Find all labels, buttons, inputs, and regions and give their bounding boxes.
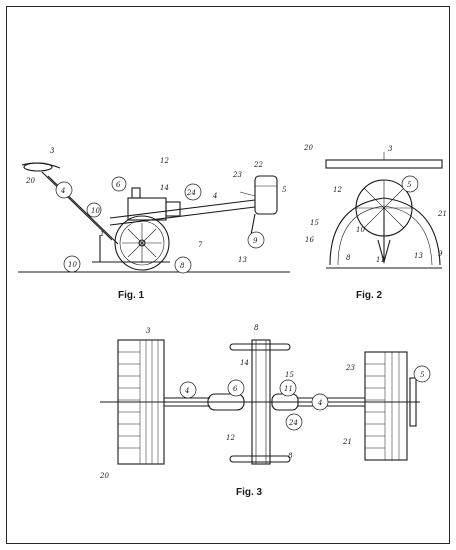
brush-roller-side bbox=[254, 175, 278, 215]
gear-box bbox=[165, 201, 181, 217]
callout-circle bbox=[63, 255, 81, 273]
part-label: 21 bbox=[437, 210, 447, 218]
part-label: 12 bbox=[333, 186, 342, 194]
part-label: 11 bbox=[284, 385, 293, 393]
main-frame-lower bbox=[109, 206, 256, 226]
part-label: 7 bbox=[198, 241, 203, 249]
part-label: 20 bbox=[25, 177, 35, 185]
part-label: 6 bbox=[116, 181, 121, 189]
drive-wheel bbox=[114, 215, 170, 271]
part-label: 8 bbox=[288, 452, 293, 460]
figure-1-side-view: 3 20 4 6 10 12 14 24 4 23 22 5 1 8 7 9 1… bbox=[18, 147, 290, 274]
drive-wheel-rim bbox=[119, 220, 165, 266]
part-label: 15 bbox=[310, 219, 319, 227]
axle-top bbox=[229, 343, 291, 351]
part-label: 6 bbox=[233, 385, 238, 393]
part-label: 10 bbox=[356, 226, 365, 234]
part-label: 5 bbox=[282, 186, 287, 194]
part-label: 10 bbox=[68, 261, 77, 269]
part-label: 15 bbox=[285, 371, 294, 379]
callout-circle bbox=[413, 365, 431, 383]
part-label: 13 bbox=[238, 256, 247, 264]
part-label: 24 bbox=[186, 189, 196, 197]
part-label: 22 bbox=[253, 161, 263, 169]
figure-2-caption: Fig. 2 bbox=[356, 290, 383, 301]
part-label: 20 bbox=[99, 472, 109, 480]
part-label: 14 bbox=[160, 184, 169, 192]
part-label: 23 bbox=[232, 171, 242, 179]
drive-post bbox=[409, 377, 417, 427]
part-label: 1 bbox=[100, 230, 104, 238]
part-label: 11 bbox=[376, 256, 385, 264]
part-label: 3 bbox=[146, 327, 151, 335]
callout-circle bbox=[86, 202, 102, 218]
part-label: 21 bbox=[342, 438, 352, 446]
callout-circle bbox=[285, 413, 303, 431]
patent-drawing-sheet bbox=[6, 6, 450, 544]
part-label: 4 bbox=[212, 192, 217, 200]
top-bar bbox=[325, 159, 443, 169]
frame-arch bbox=[329, 197, 441, 266]
part-label: 16 bbox=[305, 236, 314, 244]
part-label: 24 bbox=[288, 419, 298, 427]
handle-bar bbox=[41, 171, 113, 241]
figure-3-caption: Fig. 3 bbox=[236, 487, 263, 498]
part-label: 14 bbox=[240, 359, 249, 367]
motor-cylinder bbox=[207, 393, 245, 411]
part-label: 3 bbox=[388, 145, 393, 153]
part-label: 10 bbox=[91, 207, 100, 215]
figure-2-front-view: 20 3 5 12 15 16 8 10 11 13 21 9 bbox=[303, 144, 447, 269]
part-label: 8 bbox=[254, 324, 259, 332]
right-roller-hatching bbox=[365, 352, 400, 460]
part-label: 5 bbox=[407, 181, 412, 189]
callout-circle bbox=[401, 175, 419, 193]
part-label: 3 bbox=[50, 147, 55, 155]
part-label: 9 bbox=[438, 250, 443, 258]
figure-3-top-view: 3 20 8 14 4 6 15 11 12 24 8 4 5 23 21 bbox=[99, 324, 431, 480]
callout-circle bbox=[174, 256, 192, 274]
handle-seat bbox=[23, 162, 53, 172]
engine-cap bbox=[131, 187, 141, 199]
part-label: 4 bbox=[60, 187, 65, 195]
part-label: 9 bbox=[253, 237, 258, 245]
main-frame-upper bbox=[109, 199, 256, 219]
right-roller bbox=[364, 351, 408, 461]
callout-circle bbox=[227, 379, 245, 397]
callout-circle bbox=[184, 183, 202, 201]
part-label: 12 bbox=[226, 434, 235, 442]
part-label: 4 bbox=[184, 387, 189, 395]
part-label: 20 bbox=[303, 144, 313, 152]
part-label: 8 bbox=[180, 262, 185, 270]
part-label: 23 bbox=[345, 364, 355, 372]
callout-circle bbox=[279, 379, 297, 397]
callout-circle bbox=[55, 181, 73, 199]
callout-circle bbox=[247, 231, 265, 249]
part-label: 12 bbox=[160, 157, 169, 165]
axle-bottom bbox=[229, 455, 291, 463]
part-label: 13 bbox=[414, 252, 423, 260]
callout-circle bbox=[179, 381, 197, 399]
center-frame bbox=[251, 339, 271, 465]
figure-1-caption: Fig. 1 bbox=[118, 290, 145, 301]
part-label: 4 bbox=[317, 399, 322, 407]
part-label: 5 bbox=[420, 371, 425, 379]
part-label: 8 bbox=[346, 254, 351, 262]
callout-circle bbox=[111, 176, 127, 192]
callout-circle bbox=[311, 393, 329, 411]
